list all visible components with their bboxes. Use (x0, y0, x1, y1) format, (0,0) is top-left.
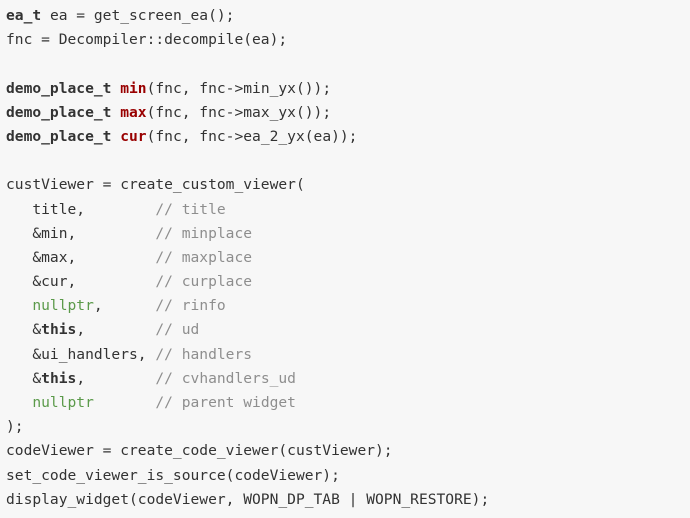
code-comment: // cvhandlers_ud (155, 369, 296, 387)
code-comment: // title (155, 200, 226, 218)
code-line: demo_place_t cur(fnc, fnc->ea_2_yx(ea)); (6, 125, 686, 149)
code-line: nullptr, // rinfo (6, 294, 686, 318)
code-line: &min, // minplace (6, 222, 686, 246)
code-line: nullptr // parent widget (6, 391, 686, 415)
code-comment: // rinfo (155, 297, 226, 315)
code-text: &max, (6, 248, 156, 266)
code-text: custViewer = create_custom_viewer( (6, 176, 305, 194)
code-text: display_widget(codeViewer, WOPN_DP_TAB |… (6, 490, 490, 508)
code-line (6, 52, 686, 76)
code-text: ea = get_screen_ea(); (41, 7, 235, 24)
code-text (6, 297, 32, 314)
code-text (6, 394, 32, 411)
code-text: fnc = Decompiler::decompile(ea); (6, 31, 288, 49)
code-text: set_code_viewer_is_source(codeViewer); (6, 466, 340, 484)
code-block: ea_t ea = get_screen_ea();fnc = Decompil… (6, 4, 686, 514)
code-text: , (76, 369, 156, 387)
code-comment: // handlers (155, 345, 253, 363)
code-line: set_code_viewer_is_source(codeViewer); (6, 464, 686, 488)
code-line: ); (6, 415, 686, 439)
code-text: & (6, 321, 42, 339)
code-text: (fnc, fnc->ea_2_yx(ea)); (146, 127, 358, 145)
code-text (111, 80, 120, 97)
code-comment: // curplace (155, 273, 253, 291)
code-line: &cur, // curplace (6, 270, 686, 294)
code-text: & (6, 369, 42, 387)
code-comment: // ud (155, 321, 200, 339)
code-line: display_widget(codeViewer, WOPN_DP_TAB |… (6, 488, 686, 512)
code-line: &ui_handlers, // handlers (6, 343, 686, 367)
code-line: &this, // ud (6, 318, 686, 342)
code-comment: // minplace (155, 224, 253, 242)
code-comment: // maxplace (155, 248, 253, 266)
code-line: fnc = Decompiler::decompile(ea); (6, 28, 686, 52)
code-line: ea_t ea = get_screen_ea(); (6, 4, 686, 28)
code-function-name: cur (120, 127, 147, 145)
code-line: custViewer = create_custom_viewer( (6, 173, 686, 197)
code-text: ); (6, 418, 24, 436)
code-line: demo_place_t min(fnc, fnc->min_yx()); (6, 77, 686, 101)
code-keyword: demo_place_t (6, 127, 112, 145)
code-text (111, 128, 120, 145)
code-keyword: this (41, 321, 77, 339)
code-keyword: demo_place_t (6, 103, 112, 121)
code-line: demo_place_t max(fnc, fnc->max_yx()); (6, 101, 686, 125)
code-text (111, 104, 120, 121)
code-comment: // parent widget (155, 394, 296, 411)
code-keyword: demo_place_t (6, 79, 112, 97)
code-text: &cur, (6, 273, 156, 291)
code-text: , (93, 297, 156, 315)
code-keyword: ea_t (6, 7, 42, 24)
code-line: &this, // cvhandlers_ud (6, 367, 686, 391)
code-line: codeViewer = create_code_viewer(custView… (6, 439, 686, 463)
code-literal: nullptr (32, 394, 94, 411)
code-literal: nullptr (32, 297, 94, 315)
code-line: &max, // maxplace (6, 246, 686, 270)
code-keyword: this (41, 369, 77, 387)
code-text: , (76, 321, 156, 339)
code-text: title, (6, 200, 156, 218)
code-text: (fnc, fnc->max_yx()); (146, 103, 332, 121)
code-text: codeViewer = create_code_viewer(custView… (6, 442, 393, 460)
code-function-name: max (120, 103, 147, 121)
code-line (6, 149, 686, 173)
code-text: (fnc, fnc->min_yx()); (146, 79, 332, 97)
code-text (94, 394, 156, 411)
code-text: &min, (6, 224, 156, 242)
code-line: title, // title (6, 198, 686, 222)
code-function-name: min (120, 79, 147, 97)
code-text: &ui_handlers, (6, 345, 156, 363)
